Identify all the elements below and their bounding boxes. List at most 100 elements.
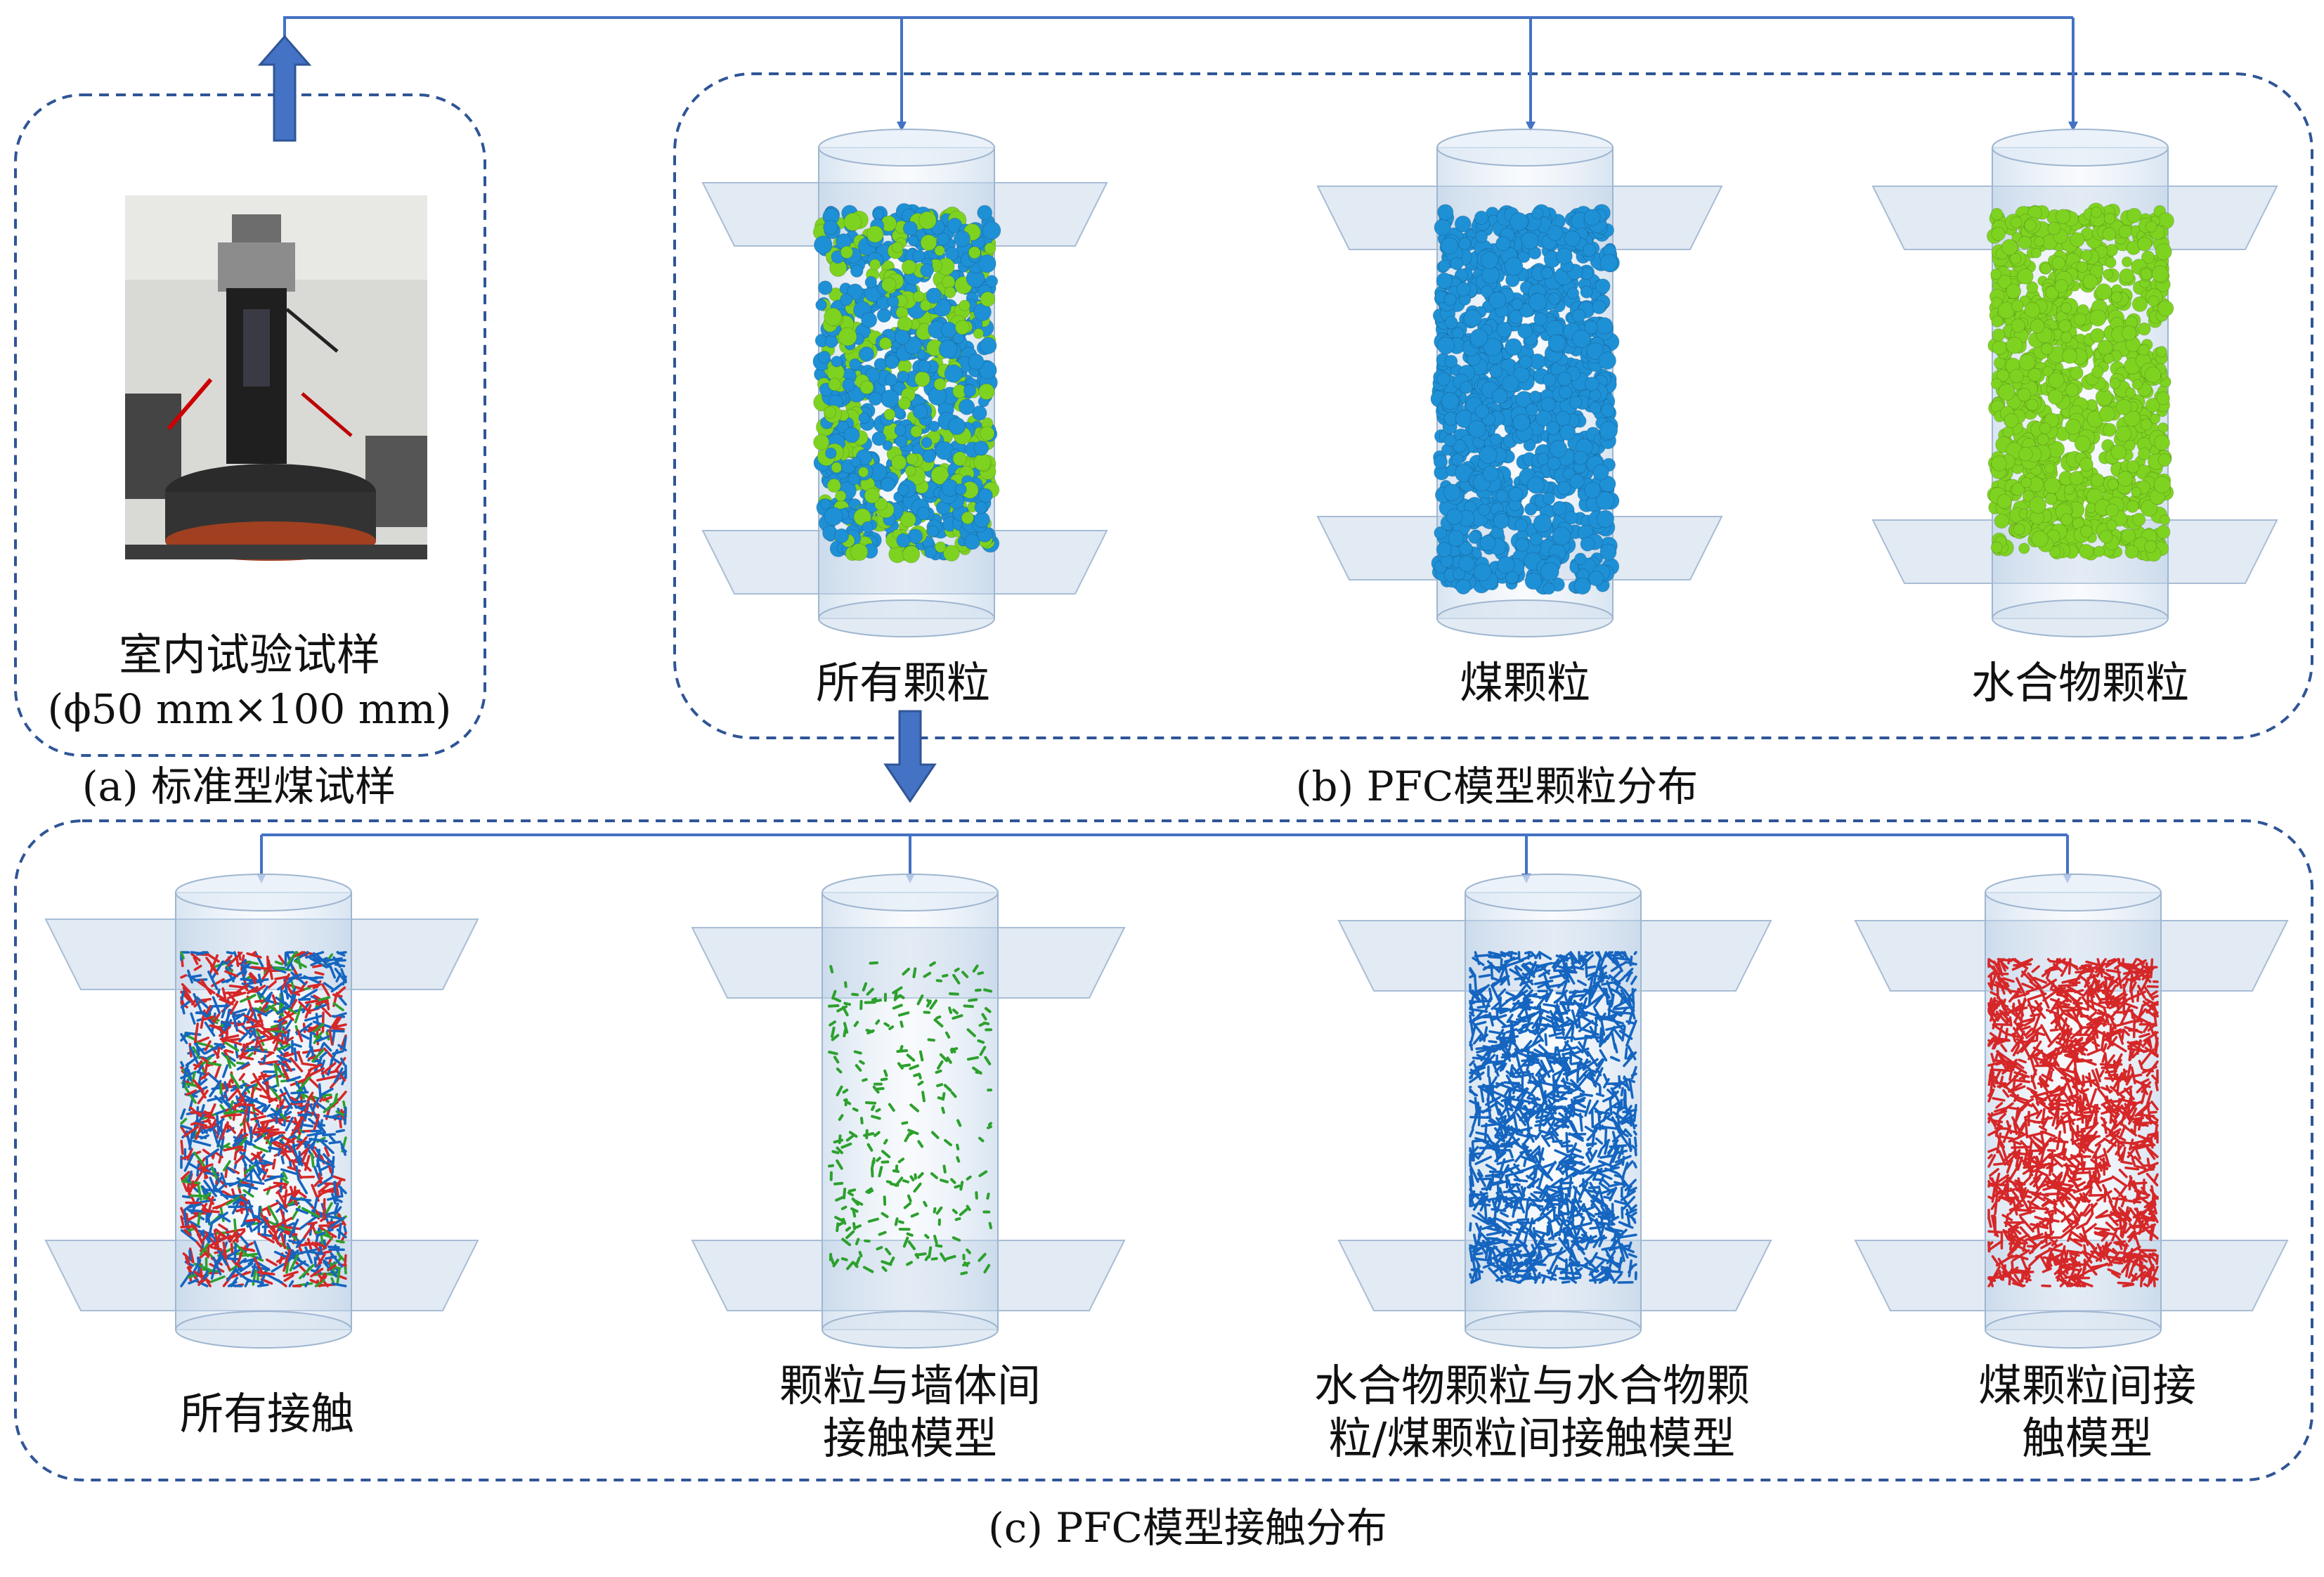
particle (2109, 377, 2121, 389)
contact-link (829, 965, 834, 973)
contact-link (335, 1129, 346, 1134)
particle (1454, 215, 1472, 233)
particle (1510, 212, 1528, 231)
contact-link (942, 1164, 947, 1174)
particle (896, 533, 911, 548)
contact-link (968, 998, 978, 1002)
particle (2006, 337, 2023, 354)
contact-link (1594, 1017, 1598, 1036)
particle (895, 329, 910, 345)
particle (1489, 364, 1503, 379)
contact-link (339, 1186, 344, 1198)
contact-link (843, 1188, 847, 1200)
particle (1583, 209, 1601, 226)
particle (864, 275, 878, 289)
particle (1488, 291, 1507, 309)
contact-link (914, 1173, 917, 1180)
contact-link (284, 1226, 300, 1231)
contact-link (948, 1006, 953, 1014)
contact-link (299, 1157, 304, 1167)
particle (1573, 450, 1588, 465)
particle (2026, 398, 2039, 411)
particle (1564, 231, 1581, 247)
particle (882, 440, 893, 451)
contact-link (344, 1254, 347, 1265)
particle (944, 364, 963, 383)
particle (1599, 421, 1618, 440)
particle (1573, 577, 1592, 595)
particle (819, 498, 831, 510)
particle (2011, 318, 2026, 333)
particle (828, 377, 841, 391)
particle (973, 512, 990, 528)
particle (1433, 455, 1448, 469)
particle (2030, 318, 2045, 334)
particle (1588, 571, 1604, 587)
contact-link (852, 1107, 859, 1112)
particle (2010, 216, 2023, 228)
particle (1489, 433, 1502, 446)
contact-link (927, 1038, 935, 1042)
contact-link (831, 1150, 840, 1155)
contact-link (1552, 1075, 1556, 1087)
particle (920, 234, 937, 252)
contact-link (833, 997, 842, 1003)
particle (897, 370, 909, 383)
particle (2125, 387, 2136, 398)
contact-link (235, 1231, 239, 1243)
particle (944, 247, 959, 261)
contact-link (873, 999, 882, 1003)
contact-link (1469, 1273, 1472, 1279)
particle (1589, 401, 1602, 415)
contact-link (855, 1224, 862, 1229)
particle (1493, 513, 1510, 529)
contact-link (885, 1180, 892, 1184)
particle (2115, 398, 2132, 415)
contact-link (845, 1226, 851, 1232)
particle (2131, 296, 2148, 312)
particle (940, 321, 957, 338)
cylinder-hydrate-contacts (1337, 874, 1772, 1349)
particle (2076, 261, 2089, 273)
particle (824, 335, 838, 349)
particle (1540, 396, 1556, 413)
contact-link (840, 1257, 848, 1261)
particle (1566, 287, 1580, 300)
contact-link (983, 988, 992, 993)
contact-link (326, 1221, 336, 1224)
particle (2080, 249, 2093, 262)
particle (961, 511, 975, 525)
particle (1521, 231, 1539, 250)
contact-link (893, 991, 898, 1001)
contact-link (878, 1166, 883, 1178)
particle (1599, 543, 1617, 561)
particle (2110, 444, 2127, 460)
cylinder-coal-particles (1316, 129, 1723, 637)
particle (2018, 543, 2030, 554)
contact-link (940, 1179, 949, 1183)
particle (2144, 366, 2162, 384)
contact-link (293, 1047, 298, 1062)
contact-link (211, 1086, 221, 1091)
particle (2098, 529, 2113, 544)
particle (2153, 476, 2172, 494)
particle (831, 356, 843, 368)
contact-link (323, 1198, 326, 1217)
particle (2013, 523, 2025, 536)
particle (857, 467, 869, 478)
particle (936, 232, 950, 247)
particle (1595, 317, 1614, 335)
contact-link (185, 1201, 202, 1205)
particle (944, 286, 956, 299)
particle (968, 246, 981, 259)
contact-link (250, 1086, 255, 1101)
particle (2034, 236, 2045, 247)
particle (1599, 254, 1618, 272)
particle (2048, 372, 2065, 389)
contact-link (183, 1210, 188, 1226)
particle (2107, 478, 2119, 491)
contact-link (847, 1191, 854, 1197)
particle (843, 427, 860, 443)
contact-link (1589, 1226, 1605, 1230)
